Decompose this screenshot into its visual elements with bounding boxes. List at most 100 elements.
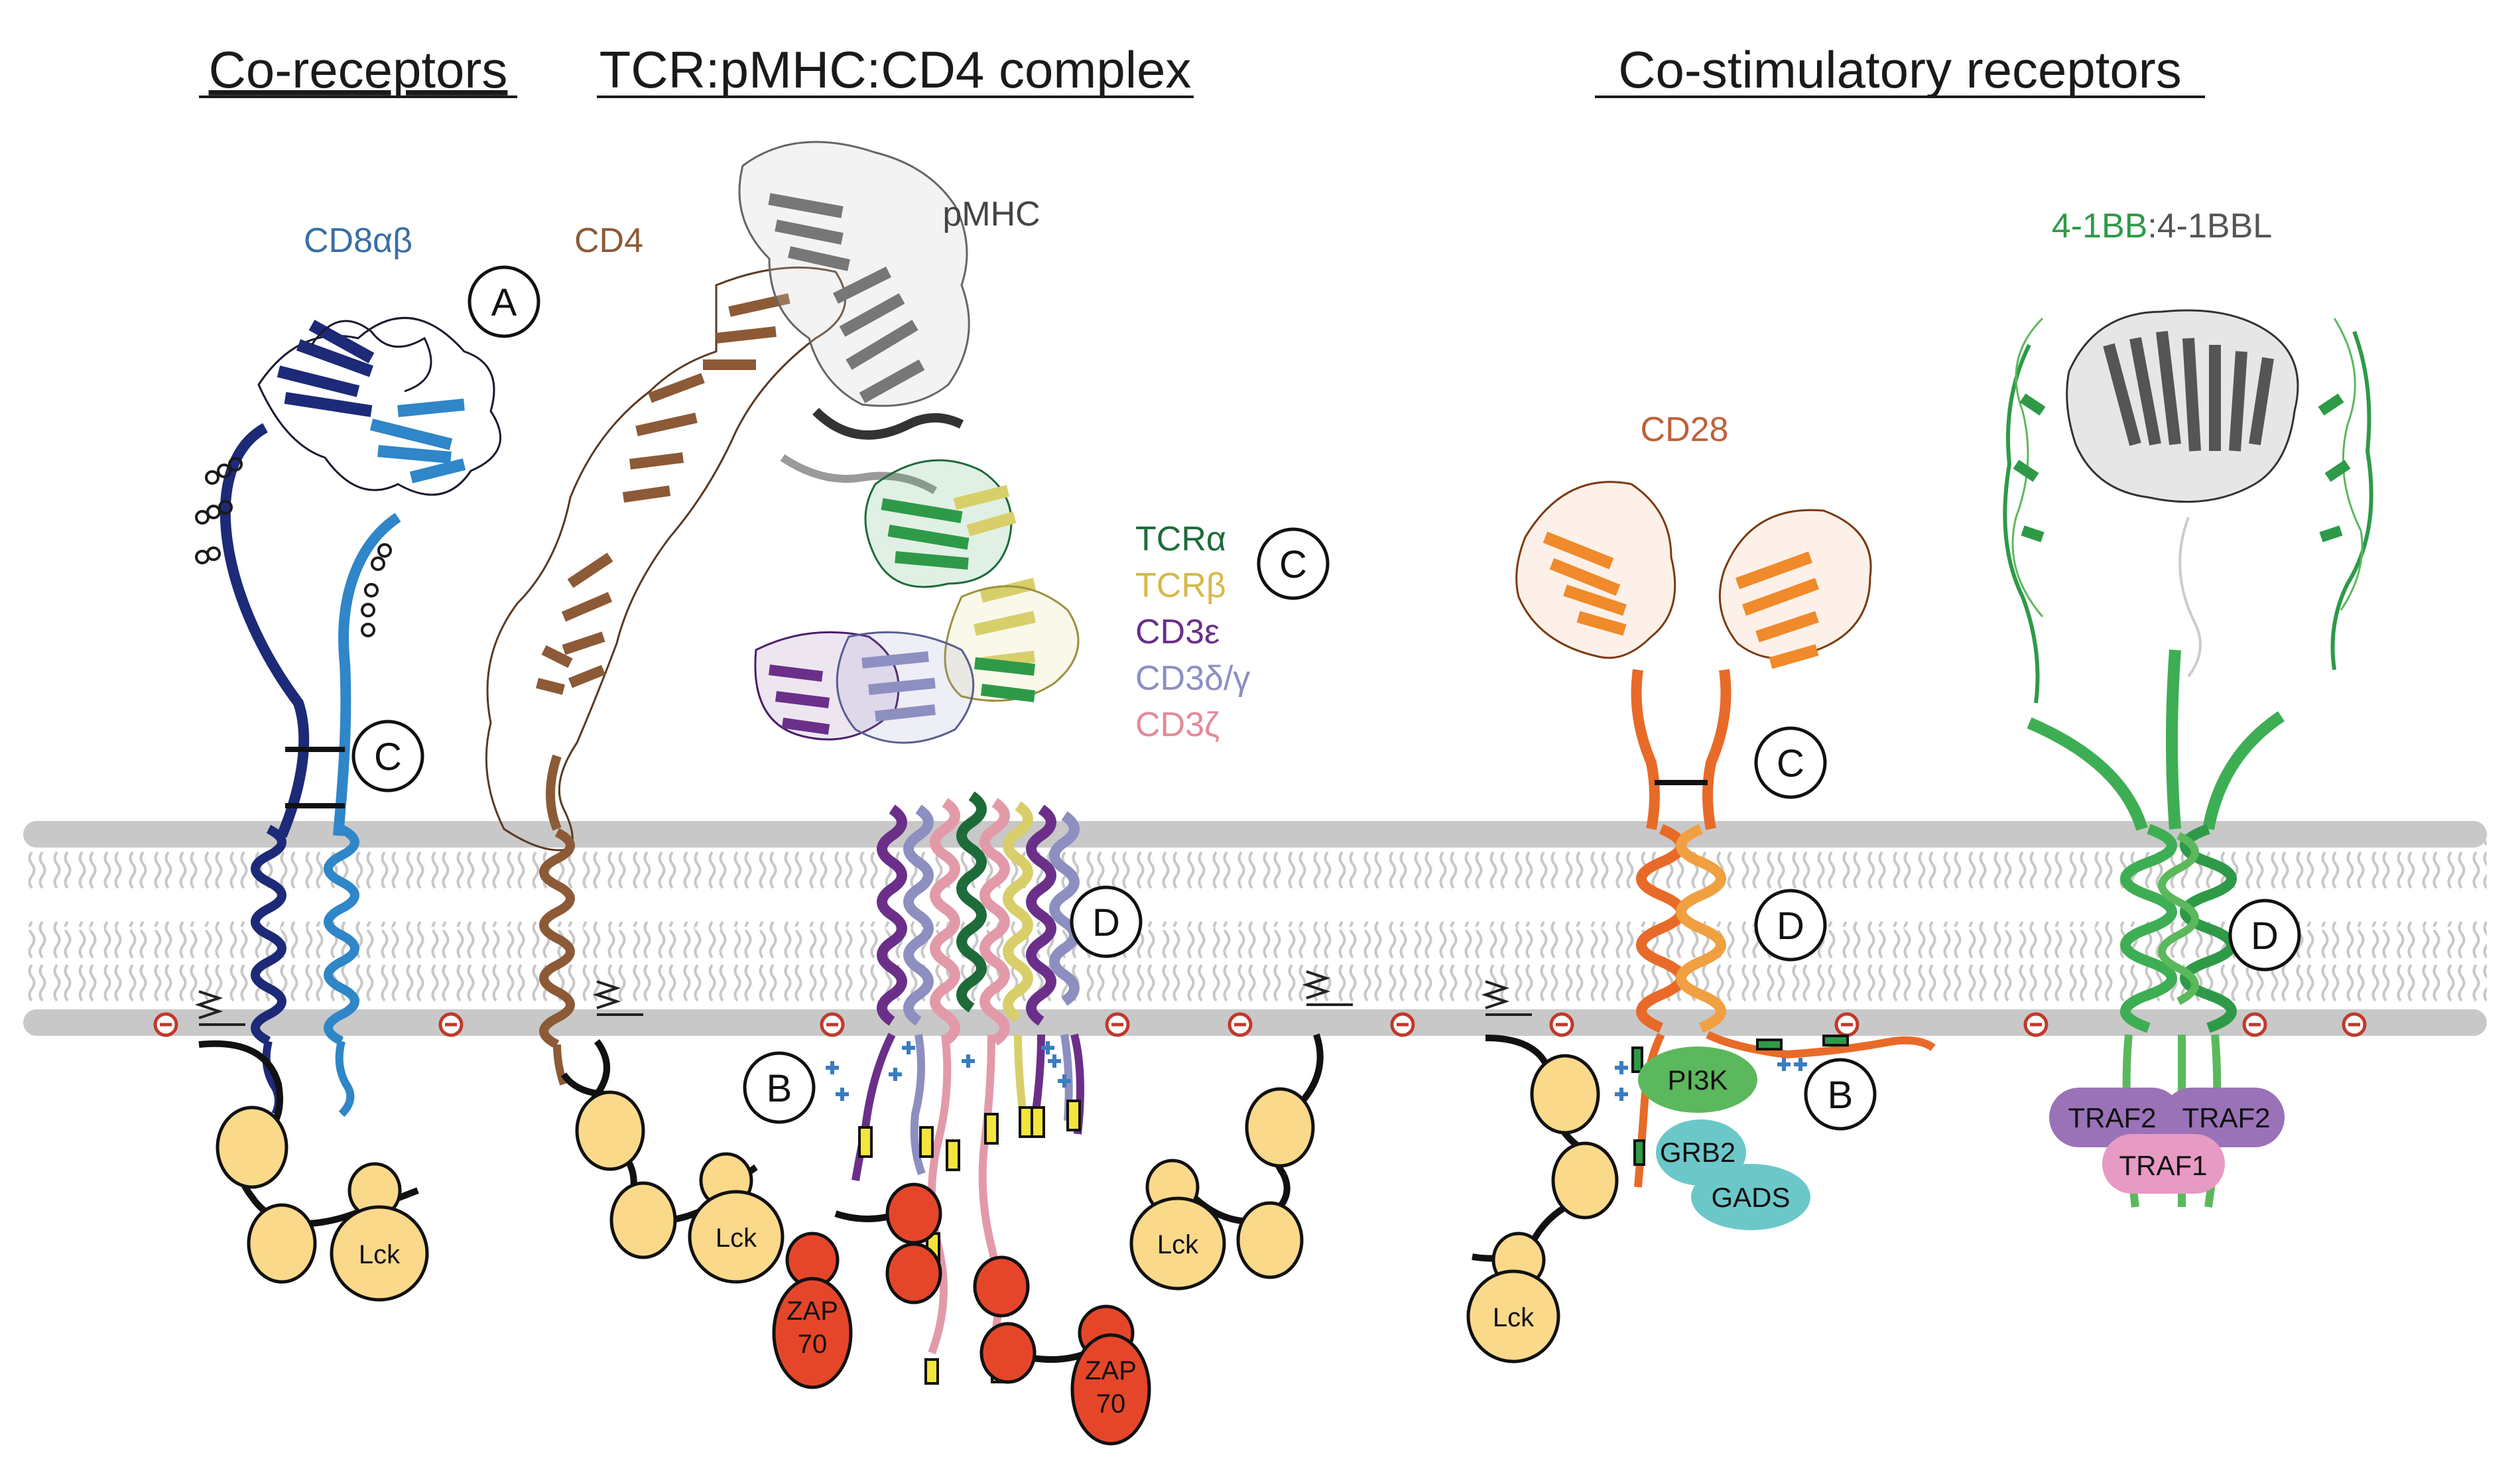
zap70-label-line2: 70 <box>1096 1389 1126 1419</box>
cd28-label: CD28 <box>1641 411 1729 449</box>
cd28-ectodomain-left <box>1515 481 1676 659</box>
zap70-label-line2: 70 <box>798 1330 828 1359</box>
lck-label: Lck <box>1157 1230 1199 1259</box>
tcra-label: TCRα <box>1135 520 1226 558</box>
marker-D-4-1bb: D <box>2228 899 2301 972</box>
lck-kinase <box>1129 1196 1226 1291</box>
lck-domain <box>575 1090 645 1171</box>
lck-kinase <box>330 1205 429 1302</box>
basic-residues <box>826 1041 1071 1101</box>
4-1bb-stalk-middle <box>2166 649 2181 830</box>
cd3e-helix-2 <box>1026 804 1056 1026</box>
itam <box>1066 1100 1081 1131</box>
lck-domain <box>1245 1087 1315 1168</box>
cd4-stalk <box>546 754 562 831</box>
pmhc-complex: pMHC <box>738 141 1040 495</box>
cd4-beta-strands <box>536 293 790 695</box>
svg-text:D: D <box>1092 901 1120 944</box>
lck-cd4: Lck <box>560 980 785 1284</box>
cd28-tail-right <box>1706 1031 1936 1059</box>
itam-motifs <box>858 1100 1081 1385</box>
cd3dg-helix-2 <box>1049 811 1080 1006</box>
pi3k-label: PI3K <box>1667 1064 1728 1096</box>
minus-charge-icon <box>153 1012 178 1037</box>
lck-kinase <box>1466 1269 1560 1363</box>
minus-charge-icon <box>2242 1012 2267 1037</box>
marker-D-cd28: D <box>1754 889 1827 962</box>
traf2-right <box>2162 1088 2285 1147</box>
itam <box>919 1126 934 1158</box>
4-1bb-complex: TRAF2 TRAF2 TRAF1 4-1BB:4-1BBL <box>2003 207 2373 1208</box>
minus-charge-icon <box>1549 1012 1574 1037</box>
traf1-label: TRAF1 <box>2119 1150 2207 1181</box>
lck-label: Lck <box>359 1240 401 1269</box>
cd28-tm-helix-1 <box>1636 824 1686 1033</box>
lck-domain <box>609 1181 677 1259</box>
itam <box>946 1139 960 1171</box>
cd28-ectodomain-right <box>1718 509 1872 660</box>
svg-text:C: C <box>374 735 402 779</box>
cd3z-label: CD3ζ <box>1135 706 1220 744</box>
minus-charge-icon <box>1105 1012 1130 1037</box>
tcrb-helix <box>1003 801 1033 1023</box>
itam <box>1019 1106 1033 1138</box>
heading-complex: TCR:pMHC:CD4 complex <box>599 40 1192 99</box>
marker-A-cd8: A <box>468 265 540 338</box>
zap70-kinase <box>772 1277 853 1389</box>
itam <box>1031 1106 1045 1138</box>
minus-charge-icon <box>438 1012 464 1037</box>
tcr-chain-labels: TCRα TCRβ CD3ε CD3δ/γ CD3ζ <box>1135 520 1250 744</box>
minus-charge-icon <box>1390 1012 1415 1037</box>
cd3z-helix-2 <box>979 798 1010 1046</box>
traf2-left <box>2049 1088 2182 1147</box>
marker-D-tcr: D <box>1070 885 1143 958</box>
zap70-sh2-domain <box>973 1255 1030 1318</box>
svg-text:B: B <box>767 1067 792 1110</box>
lck-cd8: Lck <box>194 990 429 1302</box>
cd8-label: CD8αβ <box>304 222 412 260</box>
cd8b-stalk <box>333 513 401 836</box>
section-headings: Co-receptors TCR:pMHC:CD4 complex Co-sti… <box>199 40 2205 99</box>
4-1bb-label-receptor: 4-1BB <box>2052 207 2148 245</box>
tcr-cd3-transmembrane <box>877 791 1080 1046</box>
gads-label: GADS <box>1711 1182 1790 1213</box>
minus-charge-icon <box>1228 1012 1253 1037</box>
cd4-tm-helix <box>539 828 575 1049</box>
pmhc-beta-strands <box>768 193 925 403</box>
4-1bb-label-ligand: :4-1BBL <box>2147 207 2272 245</box>
lck-domain <box>247 1203 317 1284</box>
svg-text:B: B <box>1828 1074 1854 1117</box>
zap70-sh2-domain <box>885 1242 942 1304</box>
4-1bb-ectodomain-left <box>2003 344 2040 704</box>
svg-text:A: A <box>491 281 517 324</box>
svg-text:D: D <box>2251 915 2279 958</box>
cd3-ectodomains <box>754 631 975 744</box>
cd4-label: CD4 <box>574 222 643 260</box>
circle-markers: A C C D B C D B D <box>351 265 2301 1131</box>
4-1bb-stalk-left <box>2027 717 2148 831</box>
4-1bb-label: 4-1BB:4-1BBL <box>2052 207 2272 245</box>
zap70-label-line1: ZAP <box>787 1297 838 1326</box>
traf-adaptors: TRAF2 TRAF2 TRAF1 <box>2049 1088 2285 1194</box>
4-1bbl-strands <box>2103 330 2274 452</box>
minus-charge-icon <box>1834 1012 1859 1037</box>
marker-B-cd28: B <box>1804 1058 1877 1131</box>
lck-domain <box>216 1106 288 1189</box>
itam <box>858 1126 873 1158</box>
zap70-left: ZAP 70 <box>772 1182 942 1389</box>
cd8b-cytoplasmic-tail <box>335 1040 355 1117</box>
negative-charge-markers <box>153 1012 2367 1037</box>
cd3e-helix-1 <box>877 804 907 1026</box>
lck-label: Lck <box>716 1224 757 1253</box>
lck-kinase <box>688 1190 785 1284</box>
pmhc-label: pMHC <box>942 195 1040 233</box>
cd8-glycans <box>195 457 392 637</box>
zap70-sh2-domain <box>979 1322 1037 1384</box>
cd8a-tm-helix <box>251 824 286 1046</box>
cd28-stalk-left <box>1631 668 1660 830</box>
marker-C-cd28: C <box>1754 726 1827 799</box>
cd3dg-helix-1 <box>903 804 934 1026</box>
tcr-ectodomain <box>864 459 1080 702</box>
lck-cd28: Lck <box>1466 980 1619 1363</box>
